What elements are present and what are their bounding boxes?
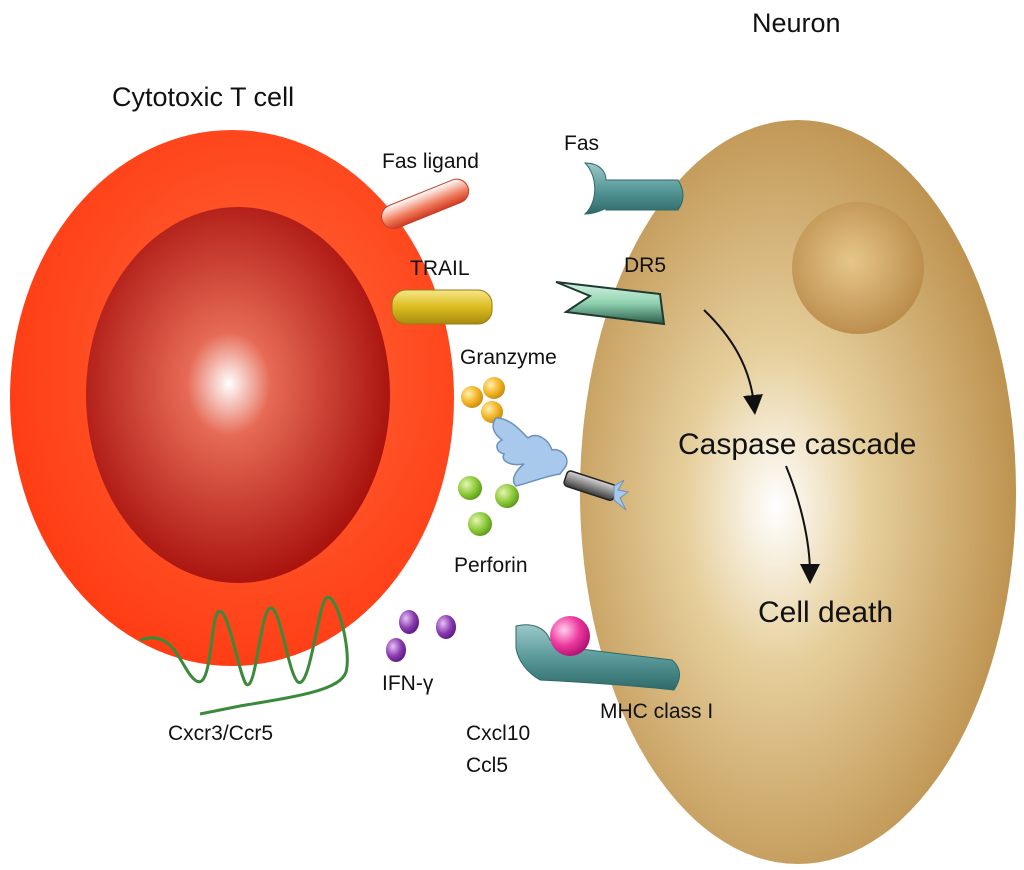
granzyme-label: Granzyme xyxy=(460,346,557,369)
perforin-pore-shape xyxy=(563,470,630,511)
trail-label: TRAIL xyxy=(410,257,470,280)
granzyme-release-splash xyxy=(492,417,568,487)
t-cell-nucleus xyxy=(86,207,390,583)
mhc-class-i-shape xyxy=(515,624,680,691)
perforin-label: Perforin xyxy=(454,554,528,577)
arrow-caspase-to-death xyxy=(785,465,820,584)
cxcl10-label: Cxcl10 xyxy=(466,722,530,745)
t-cell-label: Cytotoxic T cell xyxy=(112,82,294,112)
neuron-label: Neuron xyxy=(752,8,841,38)
mhc-peptide xyxy=(550,616,590,656)
ccl5-label: Ccl5 xyxy=(466,754,508,777)
neuron-nucleus xyxy=(792,202,924,334)
fas-ligand-label: Fas ligand xyxy=(382,150,479,173)
ifn-gamma-molecules xyxy=(386,610,456,662)
cell-death-label: Cell death xyxy=(758,596,893,629)
dr5-receptor-shape xyxy=(555,281,666,326)
perforin-molecules xyxy=(458,476,519,536)
fas-ligand-shape xyxy=(381,178,470,230)
ifn-gamma-label: IFN-γ xyxy=(382,672,434,695)
fas-label: Fas xyxy=(564,132,599,155)
dr5-label: DR5 xyxy=(624,254,666,277)
mhc-class-i-label: MHC class I xyxy=(600,700,713,723)
chemokine-receptor-coil xyxy=(139,596,349,716)
granzyme-granules xyxy=(461,377,505,423)
neuron-cell-body xyxy=(580,120,1016,864)
fas-receptor-shape xyxy=(583,162,684,215)
trail-shape xyxy=(391,289,493,325)
arrow-dr5-to-caspase xyxy=(703,309,763,415)
cxcr3-ccr5-label: Cxcr3/Ccr5 xyxy=(168,722,273,745)
caspase-cascade-label: Caspase cascade xyxy=(678,428,916,461)
